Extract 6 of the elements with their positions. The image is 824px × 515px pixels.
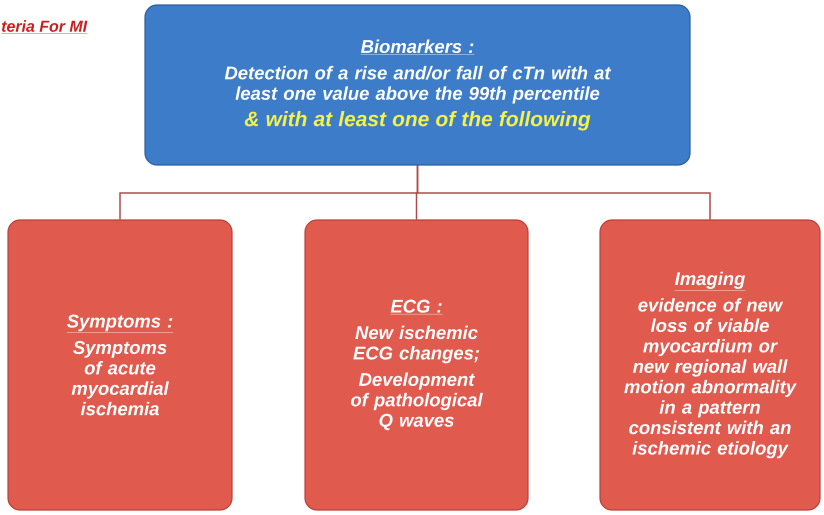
criterion-box: Symptoms : Symptoms of acute myocardial ischemia [7, 219, 233, 511]
connector-line [416, 166, 711, 220]
title: teria For MI [1, 20, 88, 34]
criterion-box: Imaging evidence of new loss of viable myocardium or new regional wall motion abnormality in a pattern consistent with an ischemic etiology [599, 219, 821, 511]
criterion-box: ECG : New ischemic ECG changes; Development of pathological Q waves [304, 219, 529, 511]
criteria-box: Biomarkers : Detection of a rise and/or fall of cTn with at least one value above the 99th percentile & with at least one of the following [144, 4, 691, 166]
